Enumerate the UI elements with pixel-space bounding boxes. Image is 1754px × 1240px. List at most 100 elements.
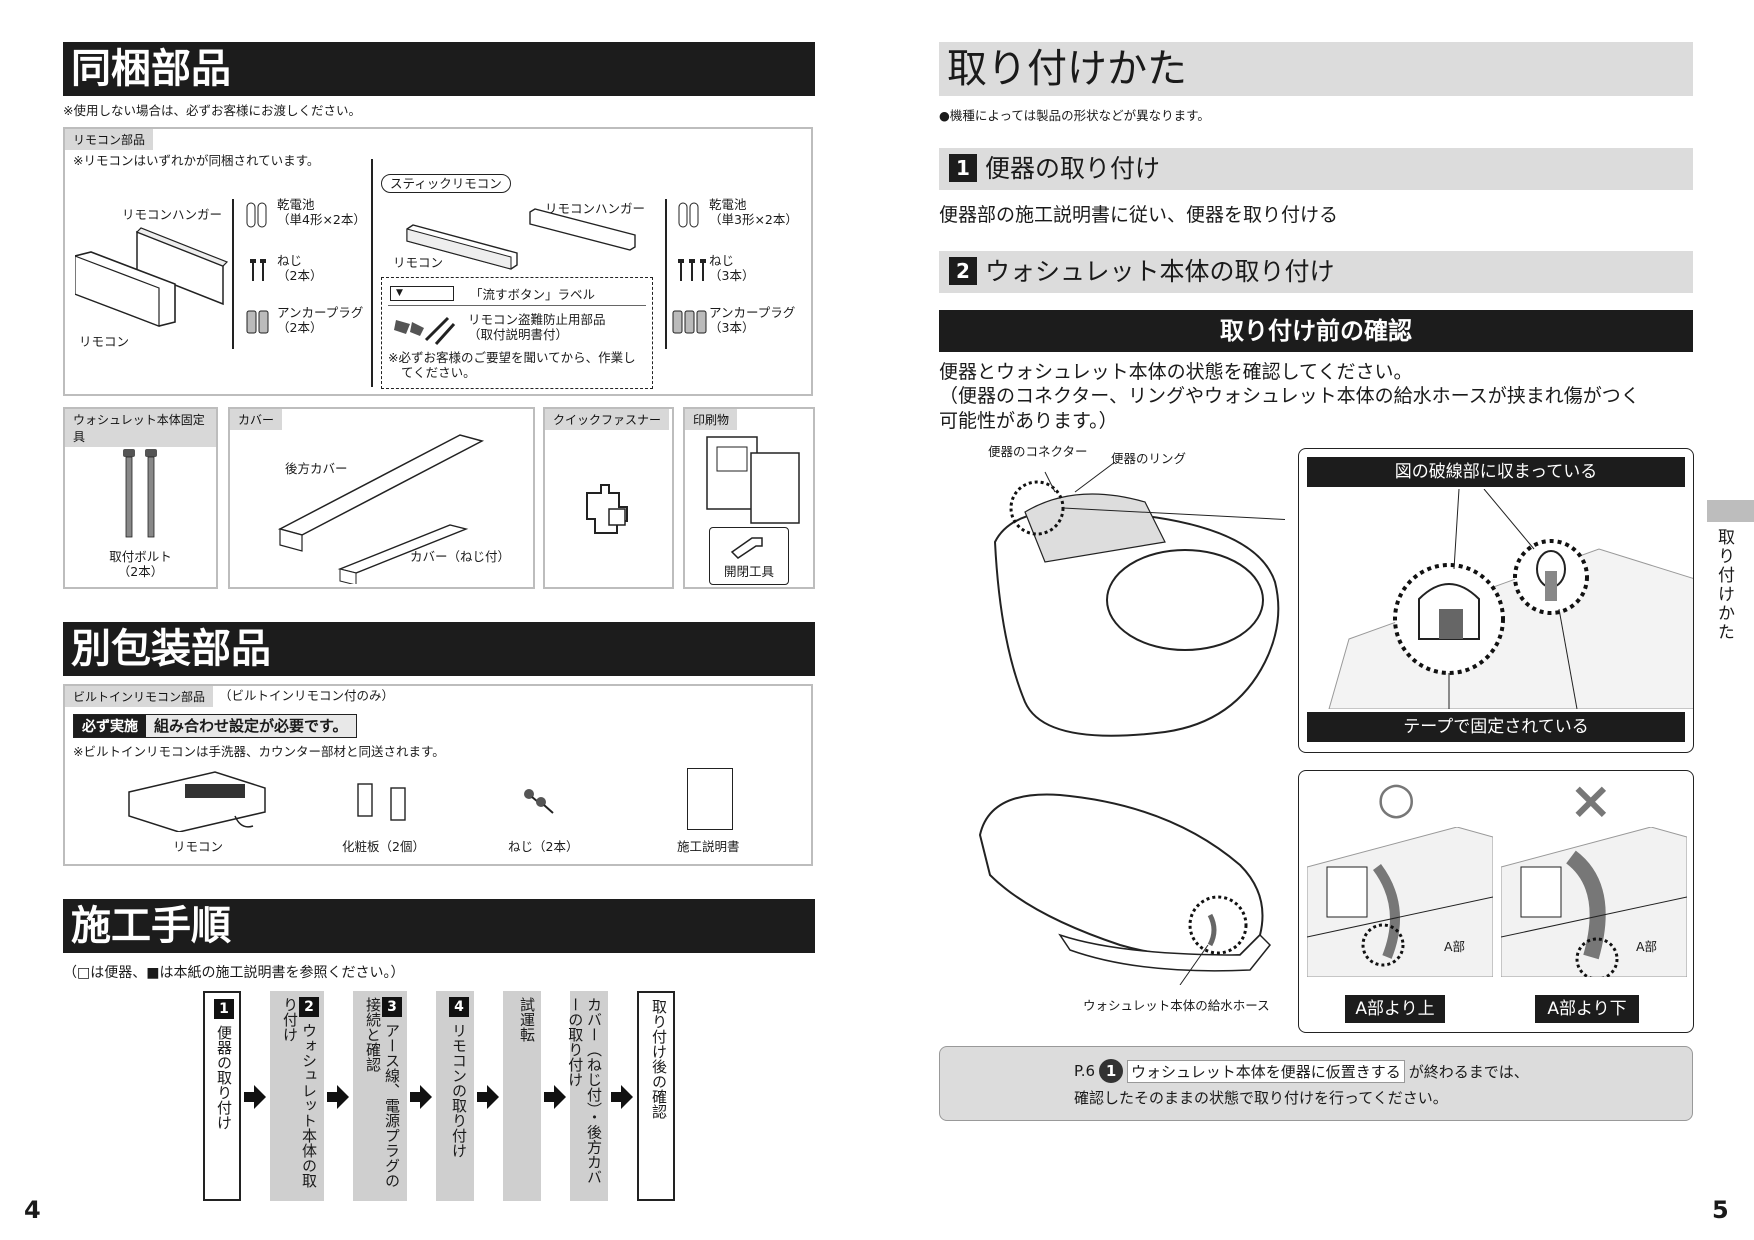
battery-label: 乾電池（単4形×2本） xyxy=(277,197,366,227)
step-number: 2 xyxy=(299,997,319,1017)
battery-icon xyxy=(678,202,699,228)
theft-parts-icon xyxy=(394,316,456,346)
screw-icon xyxy=(678,259,706,281)
builtin-screw-label: ねじ（2本） xyxy=(508,839,579,854)
model-note: ●機種によっては製品の形状などが異なります。 xyxy=(939,108,1210,123)
step-number: 3 xyxy=(382,997,402,1017)
page-number-right: 5 xyxy=(1712,1196,1729,1224)
must-do-banner: 必ず実施 組み合わせ設定が必要です。 xyxy=(73,714,357,738)
procedure-step-4: 4 リモコンの取り付け xyxy=(436,991,474,1201)
open-tool-label: 開閉工具 xyxy=(723,564,774,579)
pre-check-title: 取り付け前の確認 xyxy=(939,310,1693,352)
must-do-label: 必ず実施 xyxy=(74,715,146,737)
builtin-screw-icon xyxy=(524,789,554,814)
step-text: アース線、電源プラグの接続と確認 xyxy=(364,997,401,1188)
ng-caption: A部より下 xyxy=(1535,995,1639,1023)
reference-step-link[interactable]: ウォシュレット本体を便器に仮置きする xyxy=(1127,1059,1405,1083)
screw3-label: ねじ（3本） xyxy=(709,253,755,283)
connector-detail-illustration xyxy=(1328,489,1693,709)
step1-title: 便器の取り付け xyxy=(985,154,1161,183)
cover-screw-label: カバー（ねじ付） xyxy=(410,549,511,564)
remote-label: リモコン xyxy=(79,334,130,349)
step-text: 試運転 xyxy=(518,997,536,1042)
side-tab-label: 取り付けかた xyxy=(1714,528,1734,642)
battery-icon xyxy=(246,202,267,228)
screw-label: ねじ（2本） xyxy=(277,253,323,283)
cover-box: カバー 後方カバー カバー（ねじ付） xyxy=(228,407,535,589)
manual-label: 施工説明書 xyxy=(677,839,740,854)
a-part-label-ok: A部 xyxy=(1444,939,1466,954)
builtin-ship-note: ※ビルトインリモコンは手洗器、カウンター部材と同送されます。 xyxy=(73,744,445,759)
remote-hanger-illustration xyxy=(75,227,229,327)
step1-text: 便器部の施工説明書に従い、便器を取り付ける xyxy=(939,204,1339,226)
page-number-left: 4 xyxy=(24,1196,41,1224)
arrow-right-icon xyxy=(327,1085,349,1109)
anchor-plug-icon xyxy=(246,310,269,334)
cover-illustration xyxy=(277,434,485,584)
page-reference: P.6 xyxy=(1074,1062,1096,1080)
stick-remote-title: スティックリモコン xyxy=(381,174,511,193)
pre-check-text: 便器とウォシュレット本体の状態を確認してください。 （便器のコネクター、リングや… xyxy=(939,361,1640,432)
ok-ng-comparison-box: ○ × A部 A部 A部より上 A部より下 xyxy=(1298,770,1694,1033)
section-title-separate-parts: 別包装部品 xyxy=(63,622,815,676)
inset-detail-box: 図の破線部に収まっている テープで固定されている xyxy=(1298,448,1694,753)
inset-bottom-caption: テープで固定されている xyxy=(1307,712,1685,742)
reminder-note-box: P.6 1 ウォシュレット本体を便器に仮置きする が終わるまでは、 確認したその… xyxy=(939,1046,1693,1121)
battery3-label: 乾電池（単3形×2本） xyxy=(709,197,798,227)
toilet-seat-illustration xyxy=(978,793,1272,985)
fixing-parts-box: ウォシュレット本体固定具 取付ボルト（2本） xyxy=(63,407,218,589)
step-text: カバー（ねじ付）・後方カバーの取り付け xyxy=(566,997,603,1185)
arrow-right-icon xyxy=(410,1085,432,1109)
step-number: 2 xyxy=(949,257,977,285)
connector-label: 便器のコネクター xyxy=(988,444,1088,459)
page-title: 取り付けかた xyxy=(939,42,1693,96)
included-parts-note: ※使用しない場合は、必ずお客様にお渡しください。 xyxy=(63,103,361,118)
divider xyxy=(371,159,373,387)
quick-fastener-icon xyxy=(586,484,628,534)
rear-cover-label: 後方カバー xyxy=(285,461,348,476)
remote-parts-box: リモコン部品 ※リモコンはいずれかが同梱されています。 リモコンハンガー リモコ… xyxy=(63,127,813,396)
hose-label: ウォシュレット本体の給水ホース xyxy=(1083,998,1270,1013)
reminder-line-2: 確認したそのままの状態で取り付けを行ってください。 xyxy=(1074,1089,1448,1107)
divider xyxy=(232,199,234,349)
arrow-right-icon xyxy=(611,1085,633,1109)
step2-header: 2 ウォシュレット本体の取り付け xyxy=(939,251,1693,293)
step-number: 1 xyxy=(949,154,977,182)
stick-hanger-label: リモコンハンガー xyxy=(545,201,646,216)
ng-hose-illustration xyxy=(1501,827,1687,977)
arrow-right-icon xyxy=(244,1085,266,1109)
procedure-step-3: 3アース線、電源プラグの接続と確認 xyxy=(353,991,407,1201)
step-number: 4 xyxy=(449,997,469,1017)
step-text: ウォシュレット本体の取り付け xyxy=(281,997,318,1188)
builtin-remote-note: （ビルトインリモコン付のみ） xyxy=(219,688,395,703)
arrow-right-icon xyxy=(544,1085,566,1109)
step-number: 1 xyxy=(214,999,234,1019)
manual-icon xyxy=(687,768,733,830)
arrow-right-icon xyxy=(477,1085,499,1109)
builtin-remote-tag: ビルトインリモコン部品 xyxy=(65,686,214,707)
procedure-step-cover: カバー（ねじ付）・後方カバーの取り付け xyxy=(566,991,608,1201)
fixing-parts-tag: ウォシュレット本体固定具 xyxy=(65,409,216,447)
quick-fastener-tag: クイックファスナー xyxy=(545,409,670,430)
must-do-text: 組み合わせ設定が必要です。 xyxy=(146,715,356,737)
printed-matter-box: 印刷物 開閉工具 xyxy=(683,407,815,589)
builtin-remote-label: リモコン xyxy=(173,839,224,854)
decor-panel-icon xyxy=(357,783,406,821)
ng-mark: × xyxy=(1569,771,1613,831)
screw-icon xyxy=(250,259,266,281)
section-title-procedure: 施工手順 xyxy=(63,899,815,953)
stick-remote-illustration xyxy=(406,208,636,270)
step-text: リモコンの取り付け xyxy=(450,1023,468,1158)
theft-parts-label: リモコン盗難防止用部品（取付説明書付） xyxy=(468,312,606,342)
flush-button-label-row: ▼ 「流すボタン」ラベル xyxy=(388,284,646,306)
theft-prevention-box: ▼ 「流すボタン」ラベル リモコン盗難防止用部品（取付説明書付） ※必ずお客様の… xyxy=(381,277,653,389)
side-tab-marker xyxy=(1707,500,1754,522)
builtin-remote-illustration xyxy=(128,771,266,832)
cover-tag: カバー xyxy=(230,409,283,430)
remote-parts-note: ※リモコンはいずれかが同梱されています。 xyxy=(73,153,320,168)
theft-parts-note: ※必ずお客様のご要望を聞いてから、作業してください。 xyxy=(388,350,636,380)
section-title-included-parts: 同梱部品 xyxy=(63,42,815,96)
ring-label: 便器のリング xyxy=(1111,451,1187,466)
anchor-plug-label: アンカープラグ（2本） xyxy=(277,305,364,335)
step2-title: ウォシュレット本体の取り付け xyxy=(985,257,1335,286)
